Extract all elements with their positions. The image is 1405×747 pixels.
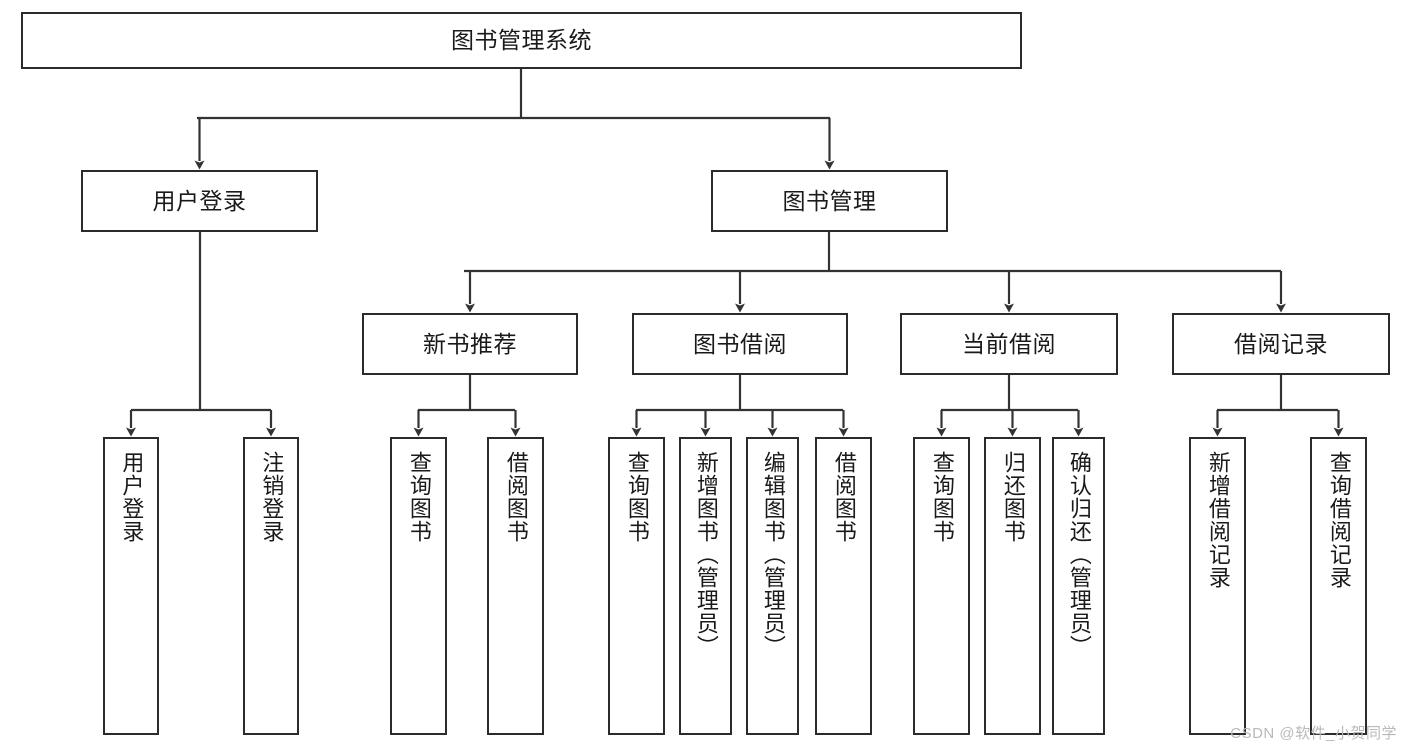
- node-leaf-new-query[interactable]: 查询图书: [390, 437, 447, 735]
- node-leaf-bor-add[interactable]: 新增图书（管理员）: [679, 437, 732, 735]
- node-label: 图书管理系统: [451, 27, 592, 54]
- node-label: 归还图书: [1000, 451, 1026, 543]
- node-label: 当前借阅: [962, 330, 1056, 357]
- node-leaf-cur-return[interactable]: 归还图书: [984, 437, 1041, 735]
- node-leaf-rec-add[interactable]: 新增借阅记录: [1189, 437, 1246, 735]
- node-label: 查询图书: [929, 451, 955, 543]
- node-borrowbook[interactable]: 图书借阅: [632, 313, 848, 375]
- node-leaf-bor-edit[interactable]: 编辑图书（管理员）: [746, 437, 799, 735]
- node-current[interactable]: 当前借阅: [900, 313, 1118, 375]
- node-label: 查询图书: [406, 451, 432, 543]
- node-label: 新增图书（管理员）: [693, 451, 719, 658]
- node-label: 借阅图书: [503, 451, 529, 543]
- node-leaf-rec-query[interactable]: 查询借阅记录: [1310, 437, 1367, 735]
- node-leaf-cur-query[interactable]: 查询图书: [913, 437, 970, 735]
- node-leaf-cur-confirm[interactable]: 确认归还（管理员）: [1052, 437, 1105, 735]
- node-label: 编辑图书（管理员）: [760, 451, 786, 658]
- node-label: 查询图书: [624, 451, 650, 543]
- node-leaf-user-login[interactable]: 用户登录: [103, 437, 159, 735]
- node-leaf-bor-query[interactable]: 查询图书: [608, 437, 665, 735]
- node-label: 借阅记录: [1234, 330, 1328, 357]
- node-leaf-bor-lend[interactable]: 借阅图书: [815, 437, 872, 735]
- node-label: 注销登录: [259, 451, 285, 543]
- node-label: 图书借阅: [693, 330, 787, 357]
- node-bookmgmt[interactable]: 图书管理: [711, 170, 948, 232]
- node-label: 确认归还（管理员）: [1066, 451, 1092, 658]
- node-label: 图书管理: [782, 187, 877, 214]
- node-login[interactable]: 用户登录: [81, 170, 318, 232]
- node-label: 用户登录: [152, 187, 247, 214]
- node-label: 用户登录: [119, 451, 145, 543]
- node-leaf-user-logout[interactable]: 注销登录: [243, 437, 299, 735]
- node-records[interactable]: 借阅记录: [1172, 313, 1390, 375]
- node-label: 新书推荐: [423, 330, 517, 357]
- node-root[interactable]: 图书管理系统: [21, 12, 1022, 69]
- node-leaf-new-borrow[interactable]: 借阅图书: [487, 437, 544, 735]
- node-label: 查询借阅记录: [1326, 451, 1352, 589]
- node-newbook[interactable]: 新书推荐: [362, 313, 578, 375]
- node-label: 新增借阅记录: [1205, 451, 1231, 589]
- connector-group: [126, 69, 1344, 437]
- node-label: 借阅图书: [831, 451, 857, 543]
